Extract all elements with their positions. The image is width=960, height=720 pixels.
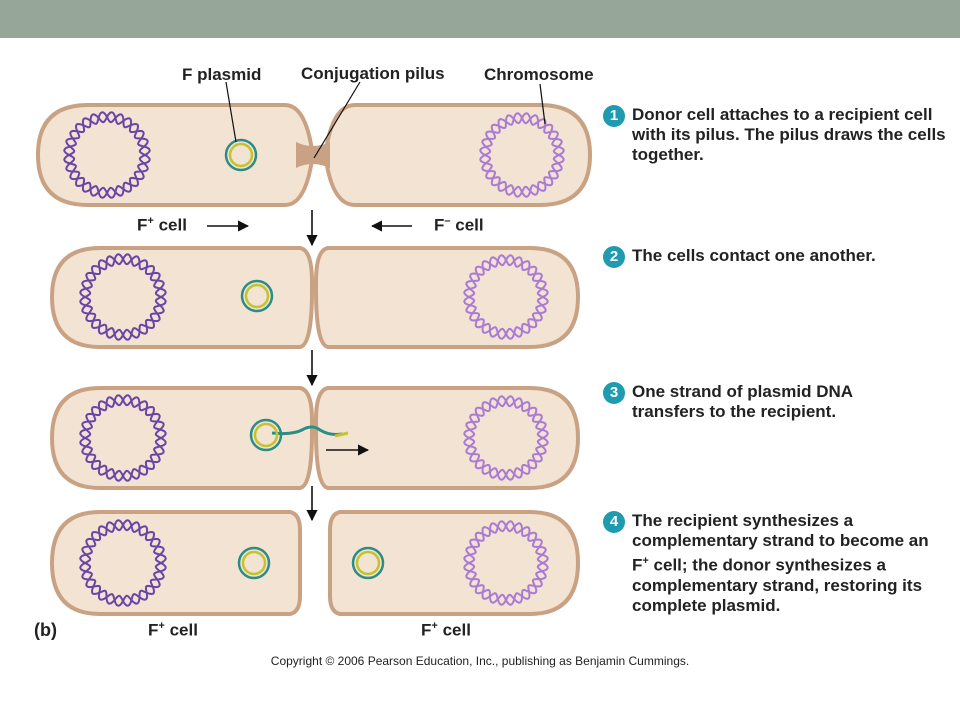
recipient-chromosome-row1 [479, 112, 565, 198]
f-plasmid-row1 [224, 138, 258, 172]
f-plasmid-leader [225, 81, 237, 143]
step-1-badge: 1 [603, 105, 625, 127]
step-4-text: The recipient synthesizes a complementar… [632, 511, 929, 615]
chromosomes [63, 111, 565, 607]
recipient-chromosome-row2 [463, 254, 549, 340]
label-conjugation-pilus: Conjugation pilus [301, 64, 445, 83]
label-f-plasmid: F plasmid [182, 65, 261, 84]
donor-chromosome-row1 [63, 111, 151, 199]
row-3-cells [49, 386, 581, 490]
label-chromosome: Chromosome [484, 65, 594, 84]
transferring-dna-strand [271, 425, 343, 436]
label-f-plus-cell-row1: F+ cell [137, 215, 187, 235]
step-1-text: Donor cell attaches to a recipient cell … [632, 105, 946, 164]
recipient-cell-row4 [328, 510, 581, 616]
f-plasmid-row4-donor [237, 546, 271, 580]
donor-cell-row3 [49, 386, 314, 490]
f-plasmid-row2 [240, 279, 274, 313]
label-f-minus-cell-row1: F– cell [434, 215, 484, 235]
step-2-badge: 2 [603, 246, 625, 268]
header-band [0, 0, 960, 38]
conjugation-pilus [296, 142, 330, 168]
copyright-notice: Copyright © 2006 Pearson Education, Inc.… [270, 654, 690, 668]
row-2-cells [49, 246, 581, 349]
recipient-chromosome-row4 [463, 520, 549, 606]
label-f-plus-cell-bottom-left: F+ cell [148, 620, 198, 640]
panel-label: (b) [34, 620, 57, 640]
recipient-chromosome-row3 [463, 395, 549, 481]
donor-chromosome-row2 [79, 253, 167, 341]
donor-chromosome-row4 [79, 519, 167, 607]
recipient-cell-row3 [314, 386, 581, 490]
donor-chromosome-row3 [79, 394, 167, 482]
pilus-leader [313, 81, 361, 159]
row-1-cells [35, 103, 593, 207]
step-3-text: One strand of plasmid DNA transfers to t… [632, 382, 853, 421]
donor-cell-row4 [49, 510, 302, 616]
f-plasmid-row3 [249, 418, 283, 452]
chromosome-leader [539, 83, 546, 125]
step-4-badge: 4 [603, 511, 625, 533]
donor-cell-row2 [49, 246, 314, 349]
donor-cell-row1 [35, 103, 314, 207]
f-plasmid-row4-recipient [351, 546, 385, 580]
step-3-badge: 3 [603, 382, 625, 404]
transferring-dna-tip [334, 431, 349, 438]
recipient-cell-row2 [314, 246, 581, 349]
step-2-text: The cells contact one another. [632, 246, 876, 265]
row-4-cells [49, 510, 581, 616]
plasmids [224, 138, 385, 580]
label-f-plus-cell-bottom-right: F+ cell [421, 620, 471, 640]
recipient-cell-row1 [324, 103, 593, 207]
